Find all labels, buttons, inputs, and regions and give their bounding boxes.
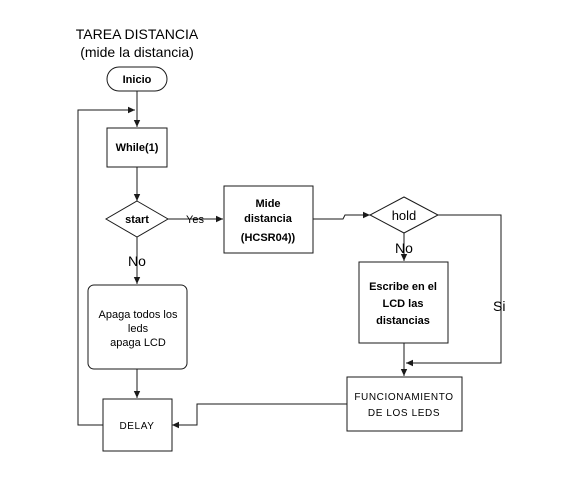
diagram-subtitle: (mide la distancia)	[80, 44, 194, 60]
node-mide-line2: distancia	[244, 213, 293, 225]
node-start-label: start	[125, 214, 149, 226]
label-si: Si	[493, 298, 505, 314]
connectors	[77, 91, 502, 429]
node-apaga-line2: leds	[128, 323, 149, 335]
node-funcionamiento-line1: FUNCIONAMIENTO	[354, 392, 453, 403]
node-inicio: Inicio	[106, 66, 168, 92]
node-funcionamiento: FUNCIONAMIENTO DE LOS LEDS	[346, 376, 463, 432]
node-apaga-line1: Apaga todos los	[99, 309, 178, 321]
node-mide-distancia: Mide distancia (HCSR04))	[223, 185, 314, 254]
node-delay: DELAY	[102, 398, 173, 452]
edge-mide-hold	[313, 211, 370, 220]
label-no-start: No	[128, 253, 146, 269]
node-delay-label: DELAY	[119, 421, 154, 432]
label-yes: Yes	[186, 214, 204, 226]
node-escribe-line1: Escribe en el	[369, 281, 437, 293]
node-inicio-label: Inicio	[123, 74, 152, 86]
node-mide-line1: Mide	[255, 198, 280, 210]
node-mide-line3: (HCSR04))	[241, 232, 296, 244]
edge-delay-loop	[77, 106, 135, 426]
diagram-title: TAREA DISTANCIA	[76, 26, 199, 42]
edge-funcionamiento-delay	[172, 403, 347, 429]
label-no-hold: No	[395, 240, 413, 256]
node-while: While(1)	[106, 127, 168, 168]
node-hold-label: hold	[392, 208, 417, 223]
node-start-decision: start	[105, 200, 169, 238]
node-escribe-line3: distancias	[376, 315, 430, 327]
node-apaga: Apaga todos los leds apaga LCD	[87, 284, 188, 370]
edge-hold-si	[406, 214, 502, 367]
node-escribe-line2: LCD las	[383, 298, 424, 310]
node-hold-decision: hold	[368, 196, 440, 234]
node-apaga-line3: apaga LCD	[110, 337, 166, 349]
node-escribe: Escribe en el LCD las distancias	[358, 261, 449, 344]
node-while-label: While(1)	[116, 142, 159, 154]
node-funcionamiento-line2: DE LOS LEDS	[368, 408, 440, 419]
